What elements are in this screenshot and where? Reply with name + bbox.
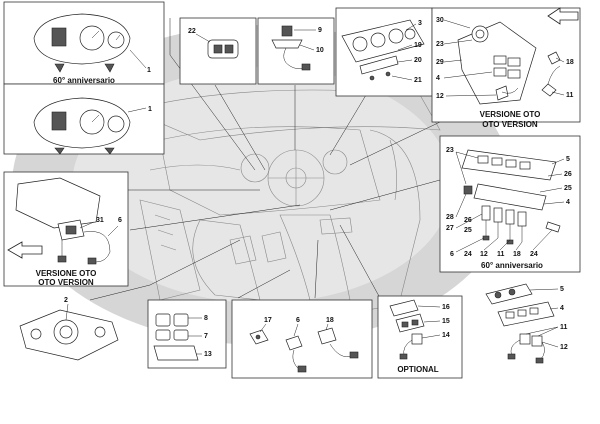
parts-5-4-11-12: 5 4 11 12: [485, 283, 568, 364]
callout-3: 3: [418, 20, 422, 27]
callout-12: 12: [480, 251, 488, 258]
panel-parts-9-10: 9 10: [257, 17, 335, 85]
callout-13: 13: [204, 351, 212, 358]
callout-27: 27: [446, 225, 454, 232]
callout-28: 28: [446, 214, 454, 221]
callout-19: 19: [414, 42, 422, 49]
callout-26: 26: [564, 171, 572, 178]
callout-24: 24: [464, 251, 472, 258]
callout-22: 22: [188, 28, 196, 35]
callout-30: 30: [436, 17, 444, 24]
callout-12: 12: [436, 93, 444, 100]
caption-optional: OPTIONAL: [397, 365, 438, 374]
callout-25: 25: [464, 227, 472, 234]
direction-arrow-icon: [7, 241, 43, 259]
panel-optional: 16 15 14 OPTIONAL: [377, 295, 463, 379]
callout-1: 1: [148, 106, 152, 113]
callout-5: 5: [560, 286, 564, 293]
caption-versione-oto: VERSIONE OTO: [36, 269, 97, 278]
callout-12: 12: [560, 344, 568, 351]
callout-11: 11: [560, 324, 568, 331]
panel-center-console-gauges: 3 19 20 21: [335, 7, 433, 97]
callout-21: 21: [414, 77, 422, 84]
callout-6: 6: [118, 217, 122, 224]
callout-7: 7: [204, 333, 208, 340]
callout-23: 23: [446, 147, 454, 154]
panel-instrument-cluster: 1 60° anniversario 1: [3, 1, 165, 155]
callout-2: 2: [64, 297, 68, 304]
callout-1: 1: [147, 67, 151, 74]
callout-5: 5: [566, 156, 570, 163]
callout-6: 6: [296, 317, 300, 324]
leader-lines: [89, 18, 441, 301]
callout-31: 31: [96, 217, 104, 224]
callout-14: 14: [442, 332, 450, 339]
direction-arrow-icon: [547, 7, 579, 25]
panel-switch-22: 22: [179, 17, 257, 85]
panel-parts-17-6-18: 17 6 18: [231, 299, 373, 379]
callout-9: 9: [318, 27, 322, 34]
callout-18: 18: [566, 59, 574, 66]
callout-11: 11: [566, 92, 574, 99]
callout-29: 29: [436, 59, 444, 66]
callout-4: 4: [566, 199, 570, 206]
callout-18: 18: [513, 251, 521, 258]
callout-10: 10: [316, 47, 324, 54]
callout-6: 6: [450, 251, 454, 258]
callout-17: 17: [264, 317, 272, 324]
panel-oto-version-left: 31 6 VERSIONE OTO OTO VERSION: [3, 171, 129, 287]
caption-oto-version: OTO VERSION: [38, 278, 94, 287]
callout-26: 26: [464, 217, 472, 224]
panel-parts-7-8-13: 8 7 13: [147, 299, 227, 369]
caption-versione-oto: VERSIONE OTO: [480, 110, 541, 119]
callout-8: 8: [204, 315, 208, 322]
caption-60-anniversario: 60° anniversario: [481, 261, 543, 270]
callout-15: 15: [442, 318, 450, 325]
callout-16: 16: [442, 304, 450, 311]
callout-4: 4: [436, 75, 440, 82]
callout-11: 11: [497, 251, 505, 258]
callout-20: 20: [414, 57, 422, 64]
panel-oto-version-right: 30 23 29 4 12 18 11 VERSIONE OTO OTO VER…: [431, 7, 581, 129]
panel-anniversario-switches: 23 5 26 25 4 28 27 26 25 6 24 12 11 18 2…: [439, 135, 581, 273]
callout-18: 18: [326, 317, 334, 324]
caption-oto-version: OTO VERSION: [482, 120, 538, 129]
part-2-light-switch: 2: [19, 297, 119, 361]
caption-60-anniversario: 60° anniversario: [53, 76, 115, 85]
callout-4: 4: [560, 305, 564, 312]
callout-24: 24: [530, 251, 538, 258]
callout-23: 23: [436, 41, 444, 48]
callout-25: 25: [564, 185, 572, 192]
